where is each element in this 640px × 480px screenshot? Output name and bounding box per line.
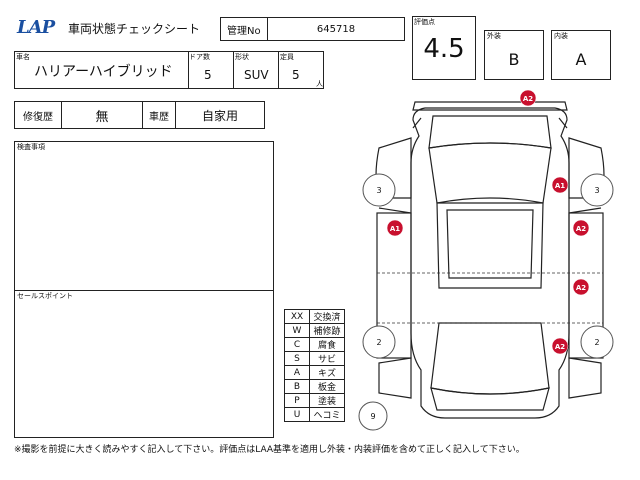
capacity-label: 定員 [280,53,294,61]
laa-logo: LAP [17,17,55,38]
legend-code: B [284,379,310,394]
legend-meaning: 腐食 [309,337,345,352]
mark-right-rear: A2 [576,284,586,292]
car-name-label: 車名 [16,53,30,61]
legend-meaning: 塗装 [309,393,345,408]
legend-code: W [284,323,310,338]
usage-label: 車歴 [142,101,176,129]
tire-front-left-value: 3 [376,186,381,195]
score-value: 4.5 [423,34,465,64]
doors-value: 5 [204,68,212,82]
mark-right-door: A2 [576,225,586,233]
legend-code: A [284,365,310,380]
mark-top: A2 [523,95,533,103]
mark-right-upper: A1 [555,182,565,190]
repair-value: 無 [61,101,143,129]
kanri-label: 管理No [220,17,268,41]
legend-code: U [284,407,310,422]
tire-rear-right-value: 2 [594,338,599,347]
capacity-value: 5 [292,68,300,82]
interior-value: A [575,50,587,69]
footer-note: ※撮影を前提に大きく読みやすく記入して下さい。評価点はLAA基準を適用し外装・内… [14,445,525,455]
exterior-label: 外装 [487,32,501,40]
type-label: 形状 [235,53,249,61]
capacity-unit: 人 [316,80,323,88]
inspection-label: 検査事項 [17,143,45,151]
sales-box [14,290,274,438]
tire-front-right-value: 3 [594,186,599,195]
sheet-title: 車両状態チェックシート [68,22,201,36]
legend-code: XX [284,309,310,324]
exterior-box [484,30,544,80]
legend-meaning: キズ [309,365,345,380]
car-diagram: 3 3 2 2 9 A2 A1 A1 A2 A2 A2 [358,89,614,431]
usage-value: 自家用 [175,101,265,129]
car-name-value: ハリアーハイブリッド [34,64,173,80]
doors-label: ドア数 [189,53,210,61]
mark-right-rear-wheel: A2 [555,343,565,351]
mark-left-door: A1 [390,225,400,233]
tire-rear-left-value: 2 [376,338,381,347]
inspection-box [14,141,274,291]
interior-label: 内装 [554,32,568,40]
kanri-value: 645718 [267,17,405,41]
spare-tire-value: 9 [370,412,375,421]
interior-box [551,30,611,80]
score-box [412,16,476,80]
legend-meaning: サビ [309,351,345,366]
legend-code: C [284,337,310,352]
repair-label: 修復歴 [14,101,62,129]
type-value: SUV [244,68,269,82]
score-label: 評価点 [414,18,435,26]
exterior-value: B [508,50,520,69]
legend-meaning: ヘコミ [309,407,345,422]
legend-meaning: 補修跡 [309,323,345,338]
legend-meaning: 交換済 [309,309,345,324]
car-info-box [14,51,324,89]
legend-meaning: 板金 [309,379,345,394]
sales-label: セールスポイント [17,292,73,300]
legend-code: P [284,393,310,408]
legend-code: S [284,351,310,366]
